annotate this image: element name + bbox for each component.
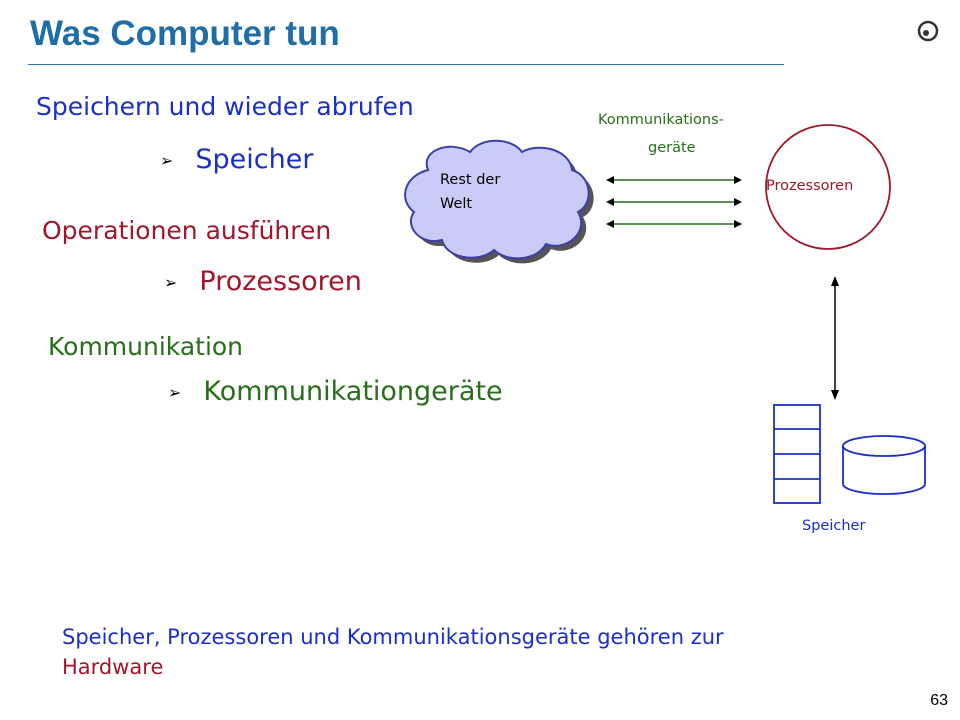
bullet-kommunikationgeraete-label: Kommunikationgeräte [203,376,503,407]
bullet-arrow-icon: ➢ [160,151,174,170]
memory-stack [773,404,821,504]
page-number: 63 [930,692,948,709]
title-divider [28,64,784,65]
processor-label: Prozessoren [766,178,854,194]
cloud-shape [404,139,594,264]
heading-kommunikation: Kommunikation [48,332,244,361]
bullet-speicher-label: Speicher [195,144,314,175]
comm-label-line2: geräte [648,140,696,156]
comm-label-line1: Kommunikations- [598,112,724,128]
comm-arrows [612,179,736,225]
footer-note: Speicher, Prozessoren und Kommunikations… [62,622,882,682]
footer-line1: Speicher, Prozessoren und Kommunikations… [62,625,724,649]
logo-icon [917,20,939,42]
bullet-kommunikationgeraete: ➢ Kommunikationgeräte [168,376,503,407]
heading-speichern: Speichern und wieder abrufen [36,92,414,121]
bullet-prozessoren-label: Prozessoren [199,266,362,297]
bullet-arrow-icon: ➢ [164,273,178,292]
footer-line2: Hardware [62,655,164,679]
memory-label: Speicher [802,518,866,534]
processor-circle [765,124,891,250]
bullet-arrow-icon: ➢ [168,383,182,402]
slide-title: Was Computer tun [30,14,340,53]
bullet-speicher: ➢ Speicher [160,144,313,175]
arrowheads [606,176,742,228]
heading-operationen: Operationen ausführen [42,216,332,245]
memory-cylinder [842,435,926,495]
processor-memory-arrow [831,276,839,400]
cloud-label-line2: Welt [440,196,473,212]
bullet-prozessoren: ➢ Prozessoren [164,266,362,297]
cloud-label-line1: Rest der [440,172,501,188]
